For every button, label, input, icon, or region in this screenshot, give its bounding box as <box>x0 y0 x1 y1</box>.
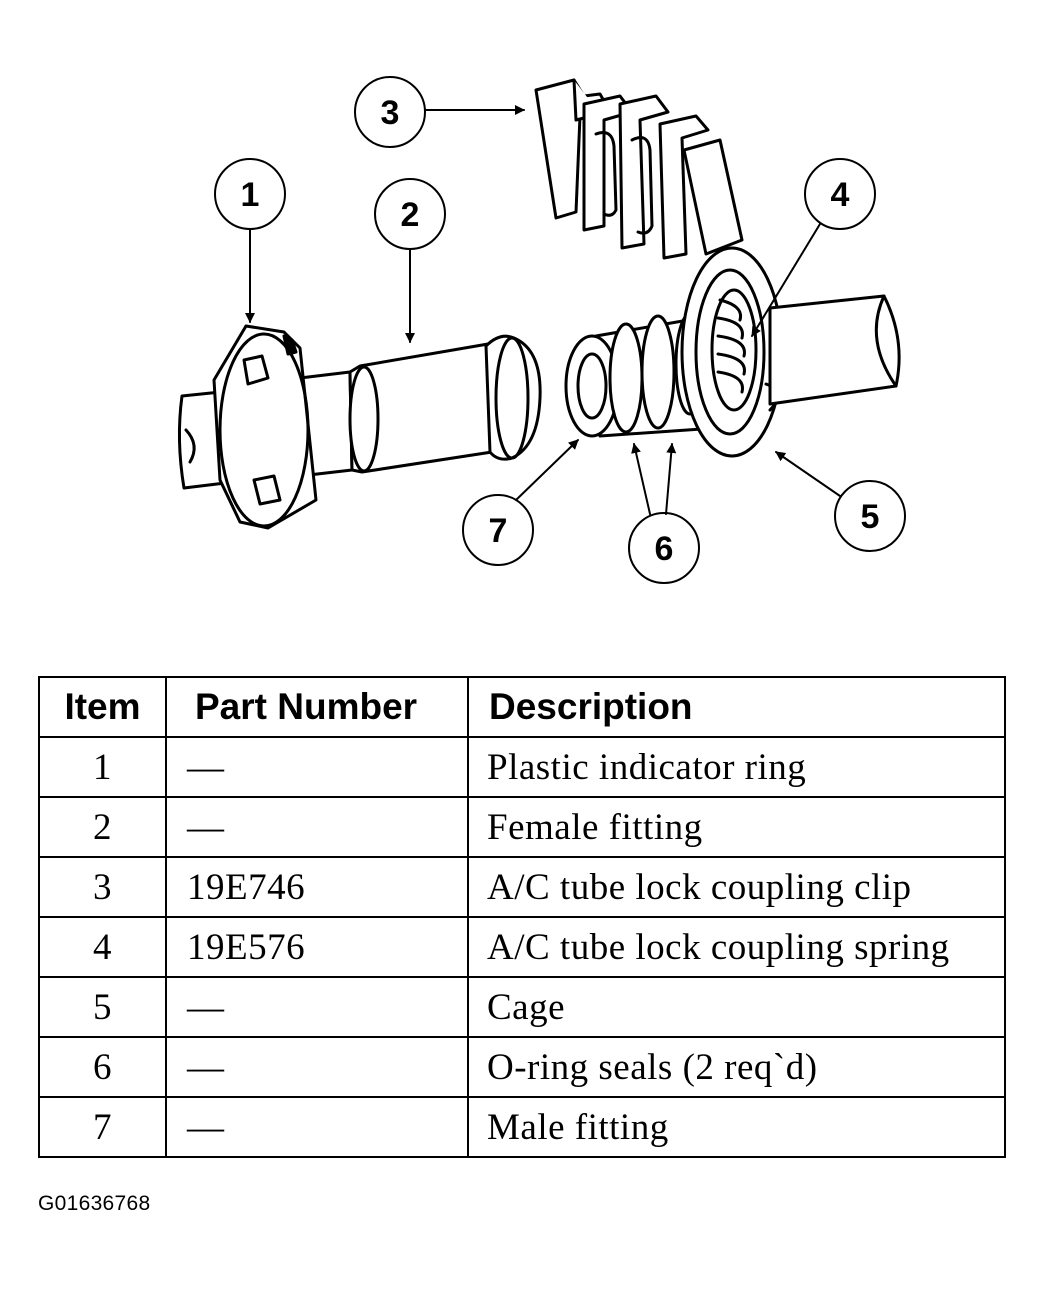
cell-part-number: — <box>165 736 469 798</box>
parts-table: Item Part Number Description 1 — Plastic… <box>38 676 1006 1158</box>
cell-part-number: 19E576 <box>165 916 469 978</box>
cell-part-number: — <box>165 1036 469 1098</box>
callout-7: 7 <box>489 512 508 550</box>
cell-item: 3 <box>38 856 167 918</box>
cell-description: Cage <box>467 976 1006 1038</box>
female-fitting <box>298 334 542 478</box>
o-ring-1 <box>608 322 644 434</box>
cell-description: O-ring seals (2 req`d) <box>467 1036 1006 1098</box>
cell-description: A/C tube lock coupling clip <box>467 856 1006 918</box>
coupling-spring <box>710 288 758 412</box>
cell-description: Female fitting <box>467 796 1006 858</box>
cell-part-number: — <box>165 976 469 1038</box>
o-ring-2 <box>640 314 676 430</box>
figure-code: G01636768 <box>38 1192 151 1215</box>
leader-lines <box>245 105 841 515</box>
plastic-indicator-ring <box>212 324 318 530</box>
callout-2: 2 <box>401 196 420 234</box>
callout-1: 1 <box>241 176 260 214</box>
coupling-clip <box>534 78 744 260</box>
cell-part-number: 19E746 <box>165 856 469 918</box>
callout-3: 3 <box>381 94 400 132</box>
cell-item: 5 <box>38 976 167 1038</box>
table-row: 2 — Female fitting <box>38 796 1006 858</box>
header-item: Item <box>38 676 167 738</box>
callout-4: 4 <box>831 176 850 214</box>
table-row: 5 — Cage <box>38 976 1006 1038</box>
cell-item: 4 <box>38 916 167 978</box>
callout-6: 6 <box>655 530 674 568</box>
cell-item: 6 <box>38 1036 167 1098</box>
table-header-row: Item Part Number Description <box>38 676 1006 738</box>
right-tube <box>768 294 901 406</box>
table-row: 6 — O-ring seals (2 req`d) <box>38 1036 1006 1098</box>
exploded-diagram: 3 1 2 4 5 6 7 <box>177 76 906 584</box>
cell-part-number: — <box>165 796 469 858</box>
cell-description: Male fitting <box>467 1096 1006 1158</box>
table-row: 7 — Male fitting <box>38 1096 1006 1158</box>
male-fitting <box>564 312 718 438</box>
callout-circles <box>214 76 906 584</box>
callout-5: 5 <box>861 498 880 536</box>
header-description: Description <box>467 676 1006 738</box>
cell-item: 2 <box>38 796 167 858</box>
table-row: 1 — Plastic indicator ring <box>38 736 1006 798</box>
cell-description: Plastic indicator ring <box>467 736 1006 798</box>
cell-description: A/C tube lock coupling spring <box>467 916 1006 978</box>
table-row: 4 19E576 A/C tube lock coupling spring <box>38 916 1006 978</box>
table-row: 3 19E746 A/C tube lock coupling clip <box>38 856 1006 918</box>
header-part-number: Part Number <box>165 676 469 738</box>
cell-part-number: — <box>165 1096 469 1158</box>
cell-item: 1 <box>38 736 167 798</box>
cell-item: 7 <box>38 1096 167 1158</box>
